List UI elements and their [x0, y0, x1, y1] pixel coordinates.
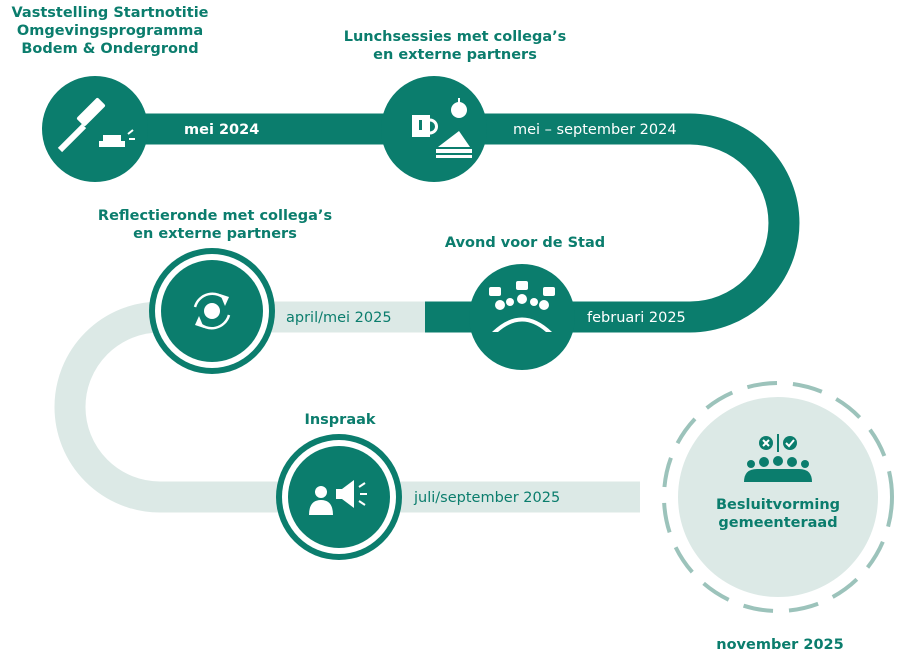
milestone-title-startnotitie: Vaststelling Startnotitie Omgevingsprogr…: [0, 4, 220, 58]
milestone-node-avond-voor-de-stad: [469, 264, 575, 370]
title-line: en externe partners: [133, 226, 297, 242]
milestone-title-inspraak: Inspraak: [280, 411, 400, 429]
title-line: Avond voor de Stad: [444, 235, 606, 251]
road-completed: [95, 113, 800, 333]
gavel-icon: [57, 97, 135, 153]
title-line: gemeenteraad: [718, 515, 838, 531]
title-line: en externe partners: [373, 47, 537, 63]
milestone-node-lunchsessies: [381, 76, 487, 182]
title-line: Omgevingsprogramma: [16, 23, 204, 39]
group-discussion-icon: [489, 281, 555, 332]
title-line: Lunchsessies met collega’s: [343, 29, 567, 45]
megaphone-icon: [309, 480, 367, 515]
milestone-node-besluitvorming: [662, 381, 894, 613]
milestone-title-reflectieronde: Reflectieronde met collega’s en externe …: [80, 207, 350, 243]
title-line: Bodem & Ondergrond: [21, 41, 199, 57]
milestone-date-avond-voor-de-stad: februari 2025: [587, 310, 686, 326]
milestone-title-avond-voor-de-stad: Avond voor de Stad: [420, 234, 630, 252]
milestone-title-besluitvorming: Besluitvorming gemeenteraad: [690, 496, 866, 532]
milestone-node-inspraak: [276, 434, 402, 560]
milestone-date-lunchsessies: mei – september 2024: [513, 122, 677, 138]
title-line: Reflectieronde met collega’s: [97, 208, 333, 224]
title-line: Inspraak: [304, 412, 376, 428]
milestone-date-reflectieronde: april/mei 2025: [286, 310, 392, 326]
title-line: Vaststelling Startnotitie: [11, 5, 209, 21]
road-upcoming: [54, 301, 640, 513]
vote-icon: [744, 434, 812, 482]
milestone-node-startnotitie: [42, 76, 148, 182]
milestone-node-reflectieronde: [149, 248, 275, 374]
milestone-title-lunchsessies: Lunchsessies met collega’s en externe pa…: [320, 28, 590, 64]
title-line: Besluitvorming: [715, 497, 841, 513]
refresh-icon: [193, 292, 231, 330]
lunch-icon: [412, 98, 472, 158]
milestone-date-besluitvorming: november 2025: [716, 637, 844, 653]
milestone-date-inspraak: juli/september 2025: [414, 490, 561, 506]
milestone-date-startnotitie: mei 2024: [184, 122, 260, 138]
